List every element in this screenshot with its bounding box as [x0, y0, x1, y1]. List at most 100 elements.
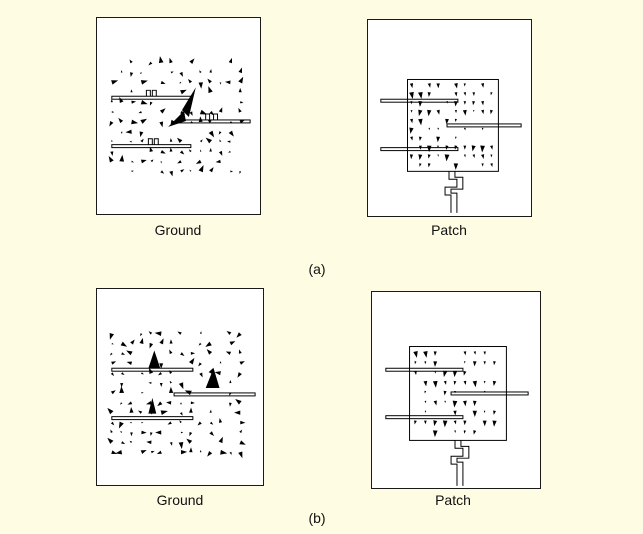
vector-arrow — [452, 400, 458, 408]
vector-arrow — [443, 380, 447, 385]
vector-arrow — [436, 136, 441, 143]
vector-arrow — [199, 139, 203, 143]
vector-arrow — [410, 136, 413, 141]
vector-arrow — [190, 351, 196, 355]
vector-arrow — [418, 154, 423, 161]
vector-arrow — [199, 372, 203, 378]
vector-arrow — [120, 131, 123, 135]
vector-arrow — [410, 109, 413, 113]
vector-arrow — [120, 383, 124, 388]
vector-arrow — [189, 58, 195, 64]
vector-arrow — [218, 150, 223, 156]
vector-arrow — [189, 407, 193, 413]
vector-arrow — [239, 440, 246, 445]
vector-arrow — [445, 118, 449, 125]
vector-arrow — [120, 70, 123, 73]
vector-arrow — [140, 450, 147, 455]
vector-arrow — [179, 420, 182, 424]
vector-arrow — [443, 390, 447, 396]
vector-arrow — [208, 130, 215, 138]
vector-arrow — [428, 127, 431, 131]
caption-b: (b) — [308, 510, 326, 526]
vector-arrow — [454, 430, 456, 434]
vector-arrow — [481, 154, 485, 159]
vector-arrow — [409, 127, 414, 134]
vector-arrow — [110, 151, 114, 156]
vector-arrow — [109, 332, 114, 340]
vector-arrow — [472, 154, 475, 158]
vector-arrow — [180, 89, 187, 95]
feed-lines — [385, 367, 529, 486]
vector-arrow — [158, 372, 163, 376]
vector-arrow — [180, 431, 184, 434]
vector-arrow — [157, 401, 163, 407]
patch-outline — [409, 346, 507, 441]
vector-arrow — [131, 170, 134, 173]
vector-arrow — [127, 401, 133, 405]
vector-arrow — [197, 421, 202, 426]
feed-lines — [380, 98, 522, 213]
vector-arrow — [156, 450, 162, 455]
ground-current-distribution-a — [108, 56, 251, 177]
vector-arrow — [169, 442, 173, 446]
vector-arrow — [189, 111, 193, 116]
vector-arrow — [140, 333, 143, 337]
vector-arrow — [160, 410, 168, 416]
vector-arrow — [195, 159, 202, 164]
vector-arrow — [180, 169, 185, 173]
vector-arrow — [463, 420, 467, 426]
vector-arrow — [207, 78, 212, 84]
vector-arrow — [437, 127, 439, 131]
vector-arrow — [481, 109, 485, 115]
vector-arrow — [209, 409, 212, 413]
vector-arrow — [423, 380, 428, 387]
vector-arrow — [472, 400, 477, 407]
vector-arrow — [140, 80, 148, 85]
vector-arrow — [159, 383, 163, 388]
vector-arrow — [198, 165, 204, 173]
vector-arrow — [229, 451, 232, 455]
vector-arrow — [463, 370, 467, 376]
large-arrows — [168, 87, 196, 127]
vector-arrow — [214, 371, 221, 376]
vector-arrow — [148, 61, 153, 66]
current-vectors — [413, 350, 497, 438]
vector-arrow — [227, 140, 231, 143]
vector-arrow — [463, 127, 466, 131]
vector-arrow — [190, 121, 194, 123]
vector-arrow — [239, 429, 243, 434]
vector-arrow — [236, 332, 242, 338]
vector-arrow — [453, 380, 457, 386]
vector-arrow — [129, 59, 133, 64]
vector-arrow — [463, 380, 467, 386]
vector-arrow — [483, 410, 486, 414]
vector-arrow — [205, 341, 212, 347]
vector-arrow — [198, 116, 203, 123]
vector-arrow — [139, 131, 144, 138]
vector-arrow — [177, 137, 183, 144]
current-vectors — [107, 331, 246, 459]
vector-arrow — [209, 147, 212, 152]
vector-arrow — [418, 91, 423, 99]
vector-arrow — [199, 70, 202, 74]
vector-arrow — [186, 438, 193, 444]
vector-arrow — [140, 138, 144, 143]
vector-arrow — [178, 382, 184, 390]
vector-arrow — [427, 154, 431, 159]
vector-arrow — [150, 159, 154, 163]
vector-arrow — [190, 401, 195, 405]
vector-arrow — [424, 390, 427, 394]
caption-a: (a) — [308, 261, 326, 277]
vector-arrow — [432, 380, 438, 388]
vector-arrow — [119, 386, 125, 394]
vector-arrow — [414, 371, 417, 376]
vector-arrow — [150, 450, 155, 454]
vector-arrow — [110, 352, 113, 356]
vector-arrow — [149, 342, 154, 349]
vector-arrow — [120, 341, 128, 347]
vector-arrow — [424, 400, 427, 404]
vector-arrow — [224, 80, 231, 85]
vector-arrow — [110, 99, 113, 103]
vector-arrow — [423, 351, 428, 358]
